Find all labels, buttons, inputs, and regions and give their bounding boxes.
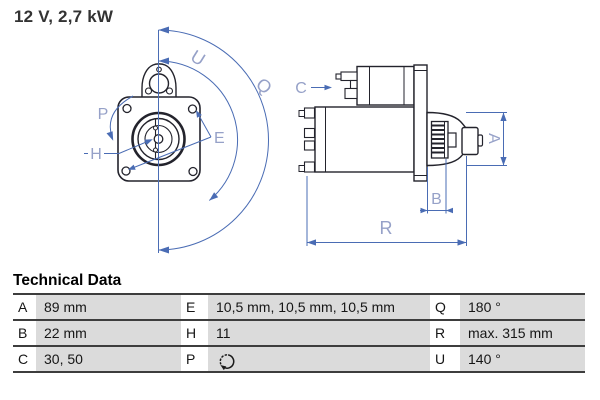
body-stub-bottom	[298, 165, 305, 172]
param-Q-value: 180 °	[460, 295, 585, 321]
drive-shaft	[447, 132, 457, 148]
dim-label-C: C	[295, 80, 307, 97]
dim-arc-u	[158, 60, 238, 201]
arrowhead	[158, 246, 169, 254]
pinion-teeth	[431, 124, 445, 154]
param-Q-key: Q	[430, 295, 460, 321]
mounting-hole	[122, 103, 132, 114]
arrowhead	[446, 207, 453, 214]
param-E-key: E	[181, 295, 208, 321]
mounting-hole	[188, 166, 198, 177]
arrowhead	[324, 84, 332, 91]
param-H-key: H	[181, 321, 208, 347]
body-lug-bottom	[303, 161, 316, 173]
hub-notch	[153, 147, 158, 153]
arrowhead	[209, 192, 219, 201]
dim-arc-q	[158, 29, 269, 251]
param-P-key: P	[181, 347, 208, 373]
dim-label-Q: Q	[252, 74, 276, 98]
table-heading: Technical Data	[13, 272, 122, 289]
arrowhead	[307, 239, 316, 246]
ear-hole-small-right	[165, 87, 174, 95]
side-view: C A B R	[295, 64, 507, 246]
param-C-key: C	[13, 347, 36, 373]
param-U-value: 140 °	[460, 347, 585, 373]
technical-data-table: A 89 mm E 10,5 mm, 10,5 mm, 10,5 mm Q 18…	[13, 293, 585, 373]
power-rating-title: 12 V, 2,7 kW	[14, 7, 114, 26]
ear-hole-small-left	[144, 87, 153, 95]
param-E-value: 10,5 mm, 10,5 mm, 10,5 mm	[208, 295, 430, 321]
dim-label-R: R	[380, 218, 393, 238]
shaft-end-nub	[477, 134, 484, 147]
solenoid-body	[356, 65, 415, 106]
technical-drawing: Q U P H E	[84, 26, 507, 254]
leader-h	[84, 139, 152, 154]
body-lug-top	[303, 107, 316, 119]
arrowhead	[196, 110, 202, 118]
dim-label-A: A	[485, 133, 502, 144]
param-H-value: 11	[208, 321, 430, 347]
arrowhead	[457, 239, 467, 246]
body-block-mid	[303, 140, 316, 151]
terminal-stud-top	[340, 71, 358, 82]
param-R-value: max. 315 mm	[460, 321, 585, 347]
bearing-cap	[461, 126, 479, 156]
hub-notch	[153, 125, 158, 131]
param-B-key: B	[13, 321, 36, 347]
motor-body	[314, 106, 415, 173]
param-A-key: A	[13, 295, 36, 321]
technical-data-section: Technical Data A 89 mm E 10,5 mm, 10,5 m…	[13, 272, 585, 373]
arrowhead	[106, 131, 114, 141]
mounting-hole	[187, 104, 198, 114]
param-R-key: R	[430, 321, 460, 347]
dim-label-H: H	[90, 146, 102, 163]
front-view: Q U P H E	[84, 26, 276, 254]
arrowhead	[500, 157, 507, 166]
param-U-key: U	[430, 347, 460, 373]
param-B-value: 22 mm	[36, 321, 181, 347]
body-stub-top	[298, 110, 305, 117]
arrowhead	[420, 207, 428, 214]
terminal-collar	[349, 79, 358, 90]
arrowhead	[144, 139, 153, 146]
mounting-hole	[121, 166, 131, 176]
dim-label-P: P	[98, 106, 109, 123]
dim-label-U: U	[187, 46, 209, 70]
rotation-direction-icon	[219, 353, 235, 370]
arrowhead	[128, 164, 136, 170]
flange-plate	[413, 64, 428, 182]
terminal-tip	[335, 73, 342, 80]
arrowhead	[500, 112, 507, 121]
dim-label-B: B	[431, 191, 442, 208]
param-P-value	[208, 347, 430, 373]
dim-label-E: E	[214, 130, 225, 147]
body-block-mid	[303, 127, 316, 139]
terminal-stud-bottom	[344, 87, 358, 100]
param-A-value: 89 mm	[36, 295, 181, 321]
arrowhead	[158, 57, 169, 65]
arrowhead	[158, 26, 169, 34]
param-C-value: 30, 50	[36, 347, 181, 373]
